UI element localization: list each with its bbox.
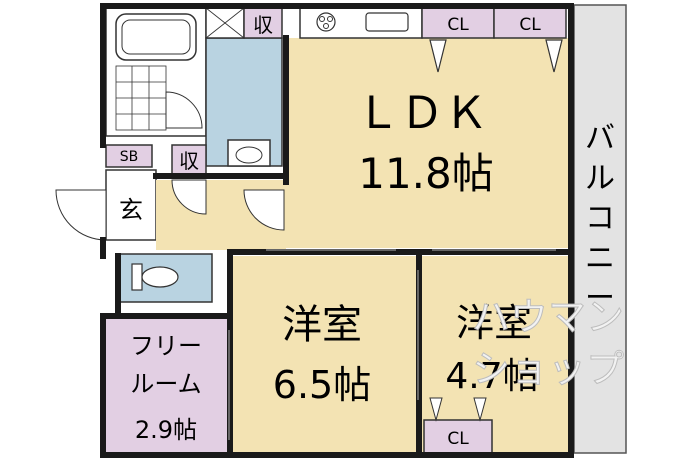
closet-bottom bbox=[423, 419, 493, 455]
balcony-label-char: バ bbox=[585, 121, 615, 156]
bathroom-door-swing bbox=[165, 91, 203, 129]
balcony-label-char: コ bbox=[585, 201, 615, 236]
entrance-label: 玄 bbox=[119, 196, 143, 224]
label-shu-top: 収 bbox=[253, 13, 273, 37]
label-shu-mid: 収 bbox=[179, 149, 199, 173]
hall-door-swing-1 bbox=[171, 179, 207, 215]
closet-bottom-door-swings bbox=[429, 397, 487, 422]
label-sb: SB bbox=[120, 149, 139, 165]
balcony bbox=[573, 4, 627, 454]
free-room-line2: ルーム bbox=[130, 370, 201, 398]
balcony-label: バルコニー bbox=[585, 121, 615, 316]
watermark-line2: ショップ bbox=[472, 347, 624, 391]
free-room-line3: 2.9帖 bbox=[135, 416, 197, 444]
western-room-1 bbox=[232, 256, 416, 454]
ldk-room bbox=[286, 38, 570, 248]
ldk-size: 11.8帖 bbox=[358, 149, 494, 198]
storage-shu-top bbox=[243, 7, 283, 39]
closet-door-swings bbox=[429, 39, 563, 73]
closet-top-2 bbox=[493, 7, 567, 39]
free-room-line1: フリー bbox=[130, 332, 202, 360]
sink-icon bbox=[365, 12, 409, 32]
label-cl-top-1: CL bbox=[447, 15, 469, 35]
western-2-name: 洋室 bbox=[456, 301, 532, 345]
washbasin-icon bbox=[227, 139, 271, 167]
label-cl-top-2: CL bbox=[519, 15, 541, 35]
balcony-label-char: ー bbox=[585, 281, 615, 316]
closet-top-1 bbox=[421, 7, 495, 39]
bathroom-tiles bbox=[115, 65, 167, 131]
entrance bbox=[105, 169, 157, 241]
label-cl-bottom: CL bbox=[447, 429, 469, 449]
ldk-name: ＬＤＫ bbox=[356, 88, 488, 139]
watermark-line1: ハウマン bbox=[472, 295, 624, 339]
hall-door-swing-2 bbox=[243, 189, 285, 231]
free-room bbox=[103, 315, 229, 455]
toilet-icon bbox=[131, 263, 143, 291]
entrance-door-swing bbox=[55, 189, 107, 241]
western-1-name: 洋室 bbox=[282, 302, 362, 348]
stove-icon bbox=[316, 12, 336, 32]
shoe-box bbox=[105, 144, 153, 168]
sliding-doors bbox=[228, 249, 556, 440]
western-1-size: 6.5帖 bbox=[273, 363, 371, 407]
bathtub-icon bbox=[115, 13, 197, 61]
western-2-size: 4.7帖 bbox=[445, 356, 538, 397]
balcony-label-char: ル bbox=[585, 161, 615, 196]
balcony-label-char: ニ bbox=[585, 241, 615, 276]
